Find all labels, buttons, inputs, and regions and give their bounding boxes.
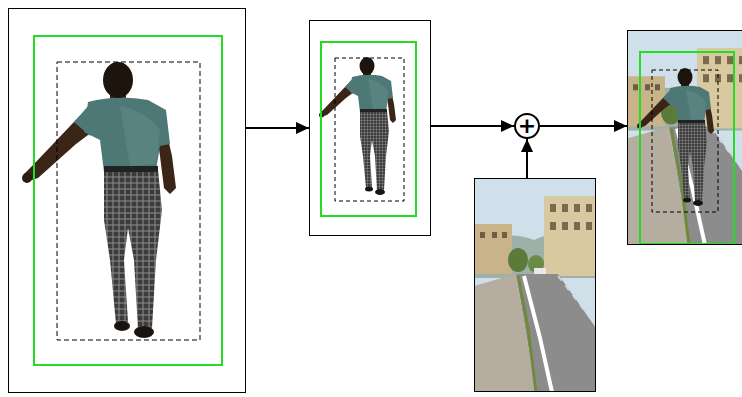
street-scene <box>627 30 742 245</box>
street-scene <box>474 178 596 392</box>
panel-background <box>8 8 246 393</box>
composite-photo <box>627 30 742 245</box>
arrow-connector <box>540 125 627 127</box>
green-bounding-box <box>321 42 416 216</box>
arrow-connector <box>431 125 514 127</box>
image-panel <box>627 30 742 245</box>
dashed-bounding-box <box>335 58 404 201</box>
person-figure <box>637 68 714 206</box>
person-figure <box>22 62 176 338</box>
sum-circle: + <box>514 113 540 139</box>
panel-background <box>309 20 431 236</box>
image-panel <box>309 20 431 236</box>
dashed-bounding-box <box>57 62 200 340</box>
node-text: + <box>518 115 536 137</box>
green-bounding-box <box>34 36 222 365</box>
dashed-bounding-box <box>652 70 718 212</box>
image-panel <box>474 178 596 392</box>
green-bounding-box <box>640 52 734 244</box>
arrow-connector <box>246 127 309 129</box>
background-photo <box>474 178 596 392</box>
image-panel <box>8 8 246 393</box>
arrow-connector <box>526 139 528 178</box>
person-figure <box>319 57 396 195</box>
